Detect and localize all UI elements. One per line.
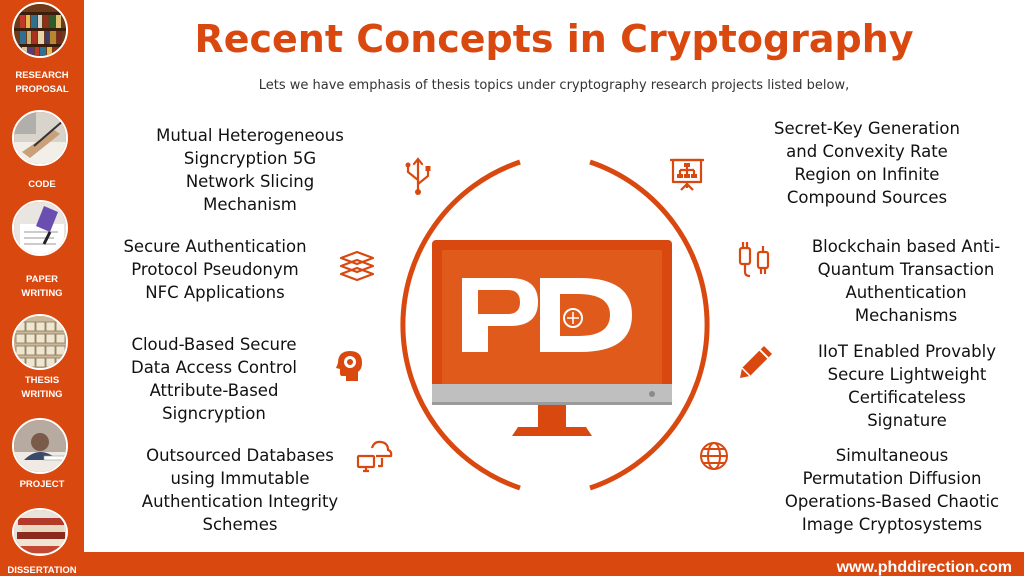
sidebar-label-line: THESIS: [24, 375, 60, 386]
pencil-icon: [736, 342, 776, 382]
topic-line: Simultaneous: [835, 446, 949, 465]
topic-line: Outsourced Databases: [146, 446, 334, 465]
topic-line: Region on Infinite: [794, 165, 940, 184]
topic-line: Protocol Pseudonym: [131, 260, 299, 279]
sidebar-label-line: RESEARCH: [15, 70, 69, 81]
footer-website-link[interactable]: www.phddirection.com: [836, 559, 1012, 576]
sidebar-item-dissertation[interactable]: DISSERTATION: [0, 500, 84, 576]
person-desk-photo-icon: [12, 418, 68, 474]
topic-line: Schemes: [202, 515, 278, 534]
topic-cloud-based-access-control: Cloud-Based Secure Data Access Control A…: [100, 333, 328, 425]
center-monitor-graphic: [370, 130, 740, 500]
topic-line: Certificateless: [848, 388, 966, 407]
sidebar-label-line: DISSERTATION: [7, 565, 77, 576]
sidebar-label-line: WRITING: [21, 389, 63, 400]
sidebar-item-project[interactable]: PROJECT: [0, 412, 84, 498]
topic-line: Compound Sources: [786, 188, 948, 207]
topic-line: Secure Lightweight: [827, 365, 987, 384]
sidebar-item-research-proposal[interactable]: RESEARCH PROPOSAL: [0, 0, 84, 100]
thesis-tiles-photo-icon: [12, 314, 68, 370]
topic-mutual-heterogeneous-signcryption: Mutual Heterogeneous Signcryption 5G Net…: [120, 124, 380, 216]
topic-line: NFC Applications: [145, 283, 285, 302]
globe-icon: [694, 436, 734, 476]
sidebar-label-line: WRITING: [21, 288, 63, 299]
topic-line: Permutation Diffusion: [802, 469, 982, 488]
sidebar-label-line: CODE: [28, 179, 56, 190]
topic-line: Data Access Control: [130, 358, 297, 377]
topic-line: Blockchain based Anti-: [811, 237, 1001, 256]
topic-line: Authentication: [845, 283, 967, 302]
topic-line: and Convexity Rate: [786, 142, 948, 161]
brain-head-icon: [330, 345, 370, 385]
sidebar-item-paper-writing[interactable]: PAPER WRITING: [0, 196, 84, 306]
right-arc: [589, 159, 710, 491]
topic-line: Secure Authentication: [123, 237, 307, 256]
topic-line: Authentication Integrity: [141, 492, 339, 511]
topic-line: IIoT Enabled Provably: [818, 342, 996, 361]
topic-line: Network Slicing: [185, 172, 315, 191]
phd-direction-logo-icon: [462, 278, 632, 352]
pen-paper-photo-icon: [12, 200, 68, 256]
topic-blockchain-anti-quantum: Blockchain based Anti- Quantum Transacti…: [788, 235, 1024, 327]
sidebar: RESEARCH PROPOSAL CODE: [0, 0, 84, 576]
topic-iiot-certificateless-signature: IIoT Enabled Provably Secure Lightweight…: [796, 340, 1018, 432]
topic-outsourced-databases: Outsourced Databases using Immutable Aut…: [112, 444, 368, 536]
topic-line: Quantum Transaction: [817, 260, 995, 279]
sidebar-label-line: PROJECT: [19, 479, 65, 490]
topic-line: Signcryption 5G: [183, 149, 317, 168]
sidebar-item-thesis-writing[interactable]: THESIS WRITING: [0, 310, 84, 410]
plug-icon: [734, 238, 774, 278]
monitor-chin: [432, 384, 672, 404]
topic-line: Secret-Key Generation: [774, 119, 960, 138]
usb-icon: [398, 156, 438, 196]
sidebar-label-line: PAPER: [25, 274, 59, 285]
topic-line: Cloud-Based Secure: [131, 335, 297, 354]
topic-line: Operations-Based Chaotic: [784, 492, 1000, 511]
sidebar-label-line: PROPOSAL: [15, 84, 69, 95]
cloud-computer-icon: [354, 436, 394, 476]
topic-line: Signature: [867, 411, 947, 430]
topic-line: Image Cryptosystems: [801, 515, 983, 534]
topic-chaotic-image-cryptosystems: Simultaneous Permutation Diffusion Opera…: [764, 444, 1020, 536]
hand-writing-photo-icon: [12, 110, 68, 166]
topic-line: Mechanisms: [854, 306, 958, 325]
monitor-neck: [538, 405, 566, 427]
topic-line: Attribute-Based: [149, 381, 279, 400]
sidebar-item-code[interactable]: CODE: [0, 104, 84, 194]
topic-secure-authentication-nfc: Secure Authentication Protocol Pseudonym…: [100, 235, 330, 304]
bookshelf-photo-icon: [12, 2, 68, 58]
book-stack-photo-icon: [12, 508, 68, 556]
page-subtitle: Lets we have emphasis of thesis topics u…: [258, 78, 850, 93]
monitor-base: [512, 427, 592, 436]
books-icon: [337, 244, 377, 284]
footer-bar: www.phddirection.com: [84, 552, 1024, 576]
topic-secret-key-generation: Secret-Key Generation and Convexity Rate…: [742, 117, 992, 209]
topic-line: Mechanism: [203, 195, 297, 214]
presentation-board-icon: [667, 154, 707, 194]
topic-line: Mutual Heterogeneous: [156, 126, 344, 145]
topic-line: using Immutable: [170, 469, 310, 488]
page-title: Recent Concepts in Cryptography: [194, 17, 914, 61]
topic-line: Signcryption: [162, 404, 266, 423]
left-arc: [400, 159, 521, 491]
